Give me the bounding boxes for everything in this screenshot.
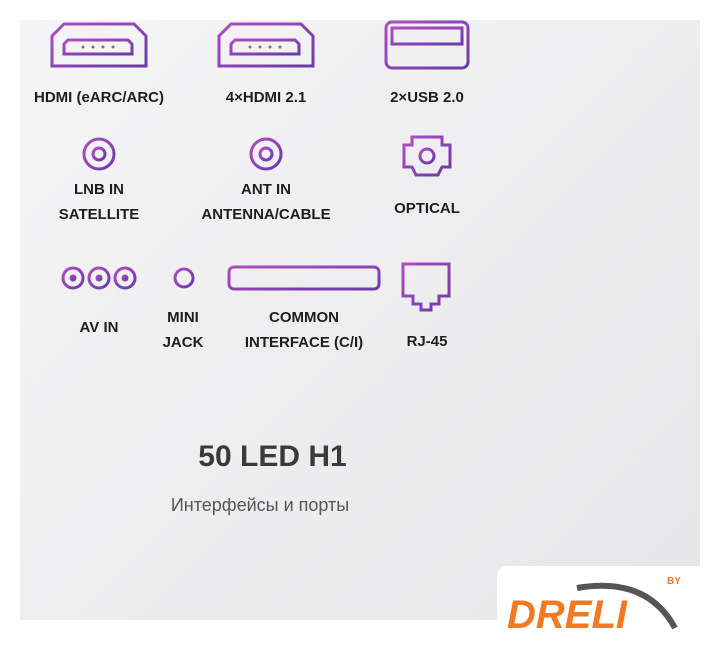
port-label: HDMI (eARC/ARC) [34, 89, 164, 106]
coax-icon [249, 137, 283, 171]
optical-icon [402, 135, 452, 177]
hdmi-icon [217, 22, 315, 68]
port-label: OPTICAL [394, 200, 460, 217]
port-label: LNB IN [74, 181, 124, 198]
port-label: AV IN [79, 319, 119, 336]
port-label: 2×USB 2.0 [390, 89, 464, 106]
logo-by: BY [667, 576, 681, 587]
port-label: COMMON [269, 309, 339, 326]
port-label: SATELLITE [58, 206, 140, 223]
dreli-logo: DRELI BY [497, 566, 721, 640]
minijack-icon [173, 267, 195, 289]
ethernet-icon [401, 262, 451, 312]
port-label: MINI [167, 309, 199, 326]
hdmi-icon [50, 22, 148, 68]
logo-text: DRELI [507, 593, 628, 637]
port-label: 4×HDMI 2.1 [225, 89, 307, 106]
model-title: 50 LED H1 [198, 440, 347, 473]
rca-icon [61, 266, 137, 290]
port-label: RJ-45 [406, 333, 448, 350]
coax-icon [82, 137, 116, 171]
ports-panel [20, 20, 700, 620]
usb-icon [384, 20, 470, 70]
ci-slot-icon [227, 265, 381, 291]
port-label: JACK [162, 334, 204, 351]
port-label: INTERFACE (C/I) [244, 334, 364, 351]
subtitle: Интерфейсы и порты [170, 495, 350, 515]
port-label: ANT IN [241, 181, 291, 198]
port-label: ANTENNA/CABLE [201, 206, 331, 223]
